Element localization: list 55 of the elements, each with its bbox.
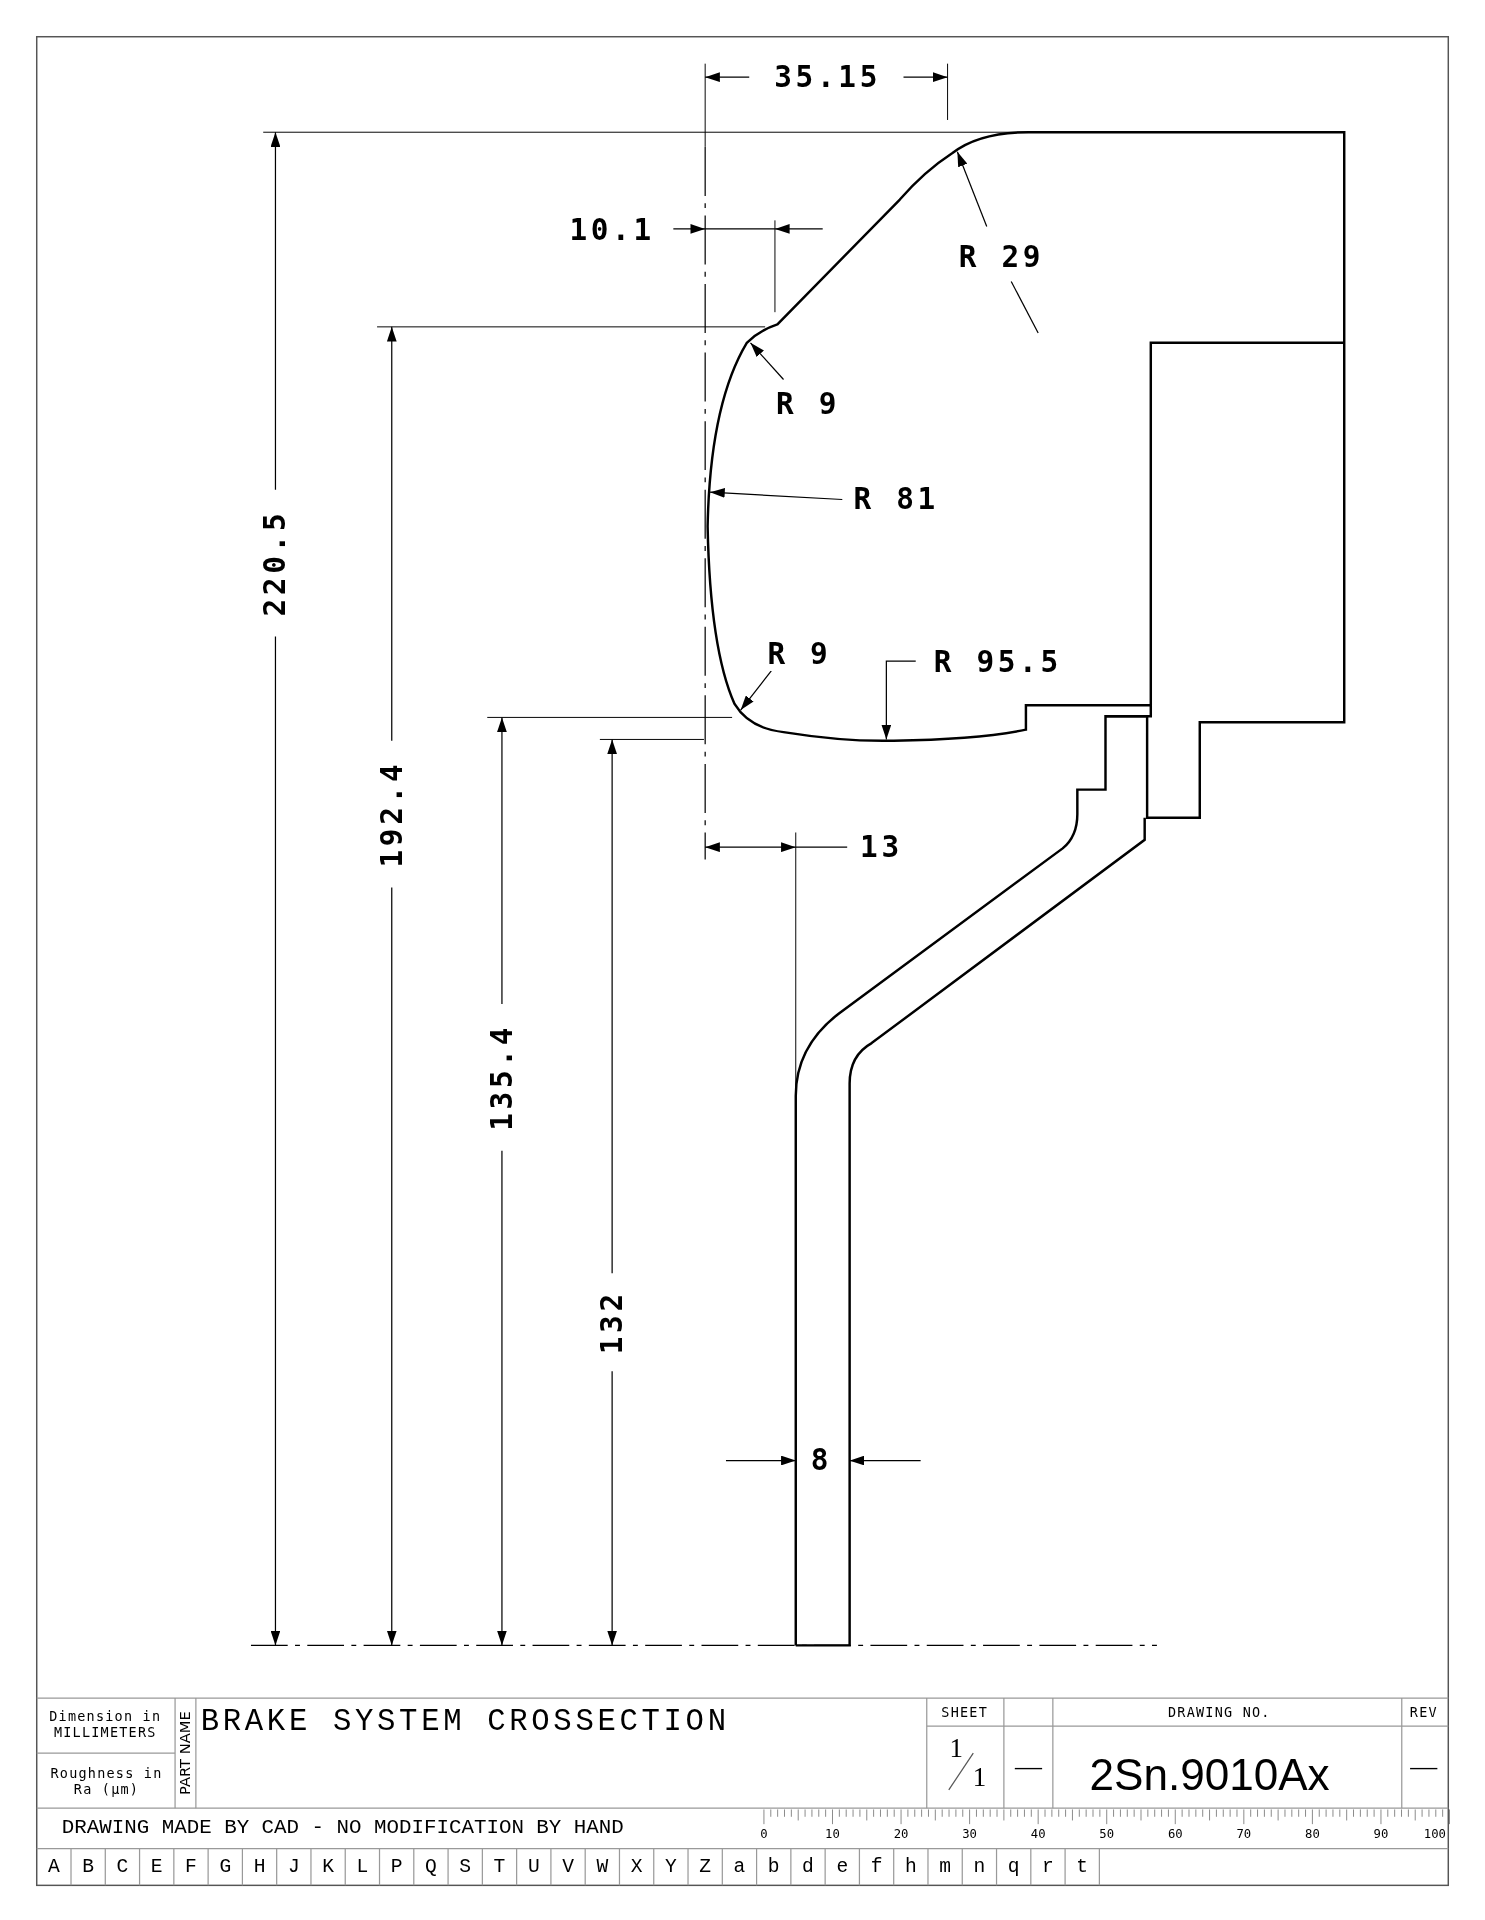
grid-letter: B	[82, 1855, 95, 1878]
grid-letter: b	[767, 1855, 780, 1878]
grid-letter: T	[493, 1855, 506, 1878]
column-heading: REV	[1409, 1704, 1438, 1721]
drawing-number: 2Sn.9010Ax	[1089, 1749, 1330, 1801]
grid-letter: E	[150, 1855, 163, 1878]
sheet-value: 1	[949, 1732, 963, 1765]
grid-letter: f	[870, 1855, 883, 1878]
scale-number: 60	[1167, 1827, 1183, 1841]
drawing-note: DRAWING MADE BY CAD - NO MODIFICATION BY HAND	[61, 1816, 624, 1840]
grid-letter: P	[390, 1855, 403, 1878]
field-label: PART NAME	[176, 1711, 194, 1795]
grid-letter: a	[733, 1855, 746, 1878]
sheet-value: 1	[972, 1761, 987, 1794]
grid-letter: V	[562, 1855, 574, 1878]
grid-letter: W	[596, 1855, 609, 1878]
grid-letter: n	[973, 1855, 986, 1878]
grid-letter: J	[287, 1855, 300, 1878]
unit-note: Roughness in Ra (µm)	[49, 1765, 164, 1798]
grid-letter: L	[356, 1855, 369, 1878]
grid-letter: C	[116, 1855, 129, 1878]
grid-letter: K	[322, 1855, 334, 1878]
part-name: BRAKE SYSTEM CROSSECTION	[200, 1704, 730, 1741]
scale-number: 40	[1030, 1827, 1046, 1841]
grid-letter: U	[527, 1855, 540, 1878]
unit-note: Dimension in MILLIMETERS	[48, 1709, 163, 1741]
scale-number: 50	[1099, 1827, 1115, 1841]
grid-letter: r	[1042, 1855, 1054, 1878]
scale-number: 70	[1236, 1827, 1252, 1841]
grid-letter: q	[1007, 1855, 1020, 1878]
scale-number: 80	[1305, 1827, 1320, 1841]
grid-letter: G	[219, 1855, 232, 1878]
grid-letter: d	[802, 1855, 814, 1878]
grid-letter: S	[459, 1855, 472, 1878]
grid-letter: h	[904, 1855, 917, 1878]
scale-number: 100	[1423, 1827, 1446, 1841]
grid-letter: Y	[665, 1855, 677, 1878]
grid-letter: e	[836, 1855, 849, 1878]
grid-letter: Z	[699, 1855, 712, 1878]
grid-letter: m	[939, 1855, 951, 1878]
grid-letter: A	[48, 1855, 60, 1878]
empty-value: —	[1014, 1750, 1042, 1783]
column-heading: SHEET	[941, 1704, 989, 1721]
grid-letter: X	[630, 1855, 643, 1878]
grid-letter: F	[185, 1855, 197, 1878]
scale-number: 90	[1373, 1827, 1389, 1841]
scale-number: 30	[962, 1827, 977, 1841]
scale-number: 20	[893, 1827, 909, 1841]
grid-letter: Q	[425, 1855, 437, 1878]
scale-number: 0	[760, 1827, 768, 1841]
scale-number: 10	[825, 1827, 840, 1841]
grid-letter: t	[1076, 1855, 1089, 1878]
empty-value: —	[1410, 1750, 1438, 1783]
column-heading: DRAWING NO.	[1168, 1704, 1271, 1721]
grid-letter: H	[253, 1855, 266, 1878]
